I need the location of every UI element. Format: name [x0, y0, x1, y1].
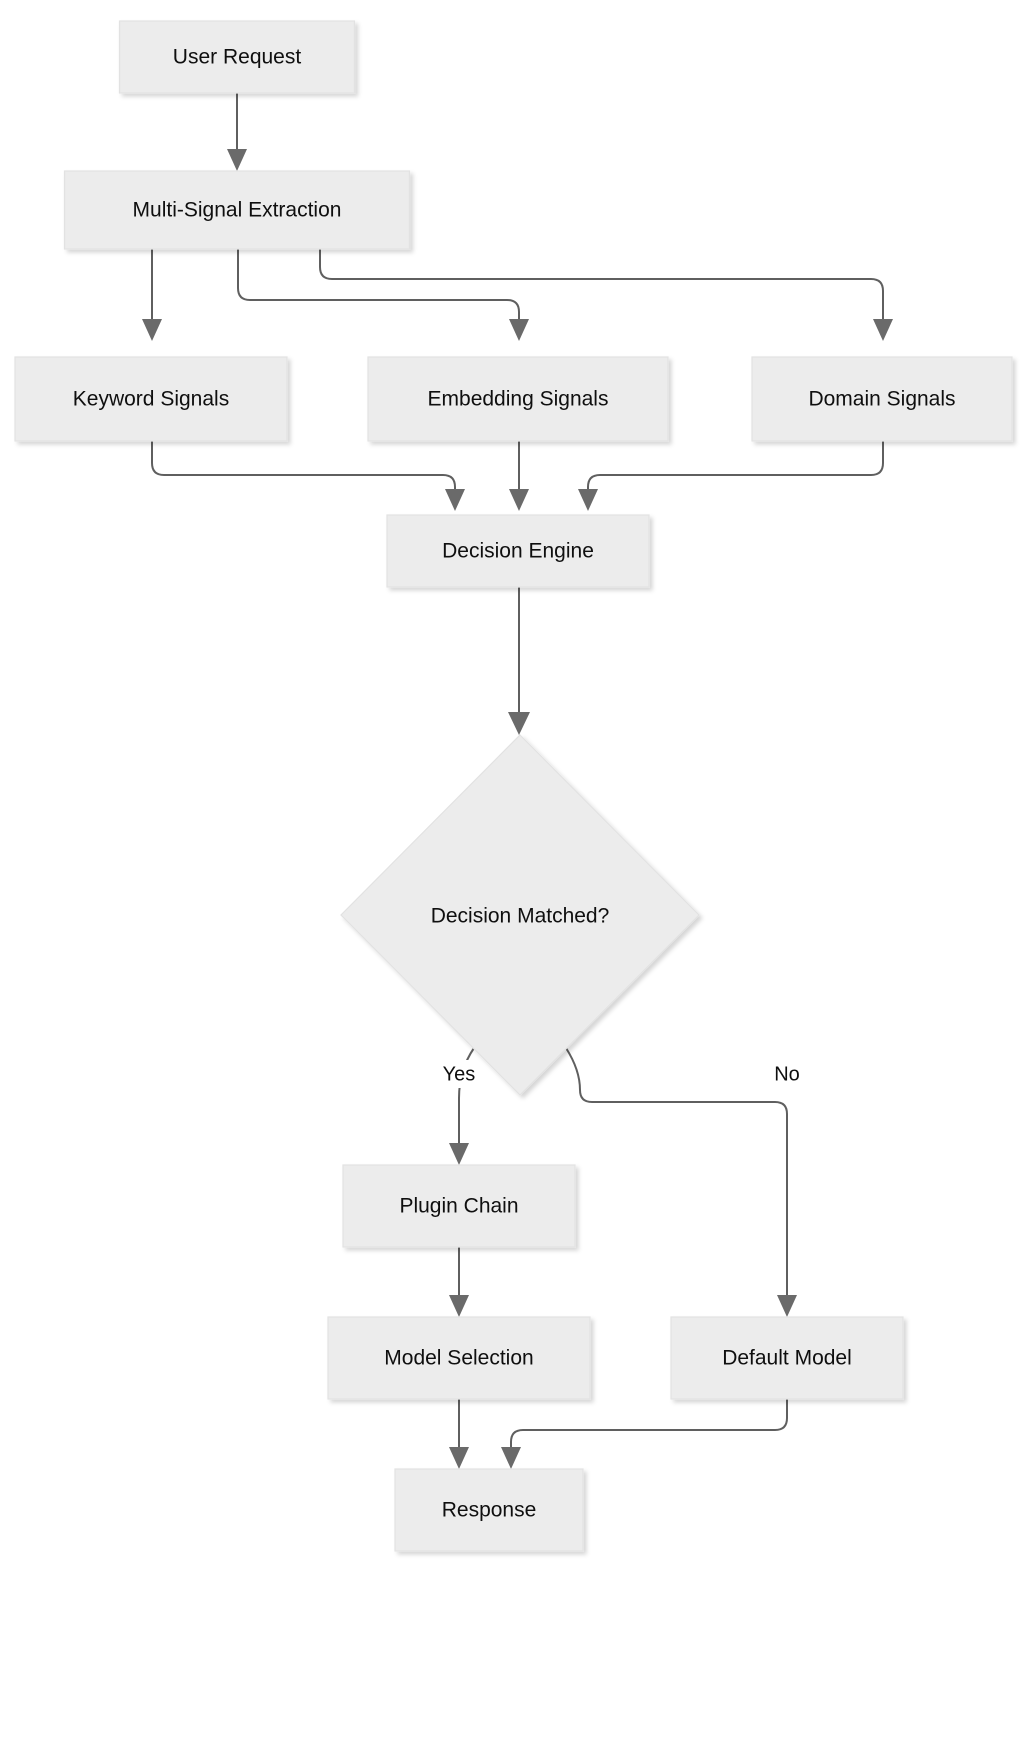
edge-keyword-signals-to-decision-engine	[151, 441, 465, 511]
edge-label-yes-text: Yes	[443, 1063, 476, 1085]
edge-label-no-text: No	[774, 1063, 800, 1085]
edge-multi-signal-extraction-to-keyword-signals	[142, 249, 162, 341]
edge-label-no: No	[765, 1060, 809, 1088]
node-keyword-signals-label: Keyword Signals	[73, 388, 229, 411]
edge-model-selection-to-response	[449, 1399, 469, 1469]
node-multi-signal-extraction-label: Multi-Signal Extraction	[133, 199, 342, 222]
edges-layer: Yes No	[142, 93, 893, 1469]
nodes-layer: User Request Multi-Signal Extraction Key…	[14, 20, 1013, 1552]
edge-domain-signals-to-decision-engine	[578, 441, 884, 511]
edge-decision-matched-to-default-model	[565, 1047, 797, 1317]
edge-embedding-signals-to-decision-engine	[509, 441, 529, 511]
edge-label-yes: Yes	[435, 1060, 483, 1088]
edge-plugin-chain-to-model-selection	[449, 1247, 469, 1317]
node-default-model-label: Default Model	[722, 1347, 852, 1370]
edge-multi-signal-extraction-to-domain-signals	[319, 249, 893, 341]
edge-default-model-to-response	[501, 1399, 788, 1469]
node-model-selection[interactable]: Model Selection	[327, 1316, 591, 1400]
node-user-request-label: User Request	[173, 46, 302, 69]
node-embedding-signals[interactable]: Embedding Signals	[367, 356, 669, 442]
node-plugin-chain-label: Plugin Chain	[399, 1195, 518, 1218]
node-user-request[interactable]: User Request	[118, 20, 356, 94]
edge-user-request-to-multi-signal-extraction	[227, 93, 247, 171]
node-multi-signal-extraction[interactable]: Multi-Signal Extraction	[63, 170, 411, 250]
node-decision-matched-label: Decision Matched?	[431, 905, 610, 928]
node-decision-matched[interactable]: Decision Matched?	[340, 734, 700, 1096]
node-response-label: Response	[442, 1499, 537, 1522]
node-plugin-chain[interactable]: Plugin Chain	[342, 1164, 576, 1248]
node-default-model[interactable]: Default Model	[670, 1316, 904, 1400]
node-decision-engine-label: Decision Engine	[442, 540, 594, 563]
node-decision-engine[interactable]: Decision Engine	[386, 514, 650, 588]
node-domain-signals[interactable]: Domain Signals	[751, 356, 1013, 442]
node-embedding-signals-label: Embedding Signals	[428, 388, 609, 411]
edge-multi-signal-extraction-to-embedding-signals	[237, 249, 529, 341]
node-response[interactable]: Response	[394, 1468, 584, 1552]
node-domain-signals-label: Domain Signals	[808, 388, 955, 411]
node-model-selection-label: Model Selection	[384, 1347, 533, 1370]
node-keyword-signals[interactable]: Keyword Signals	[14, 356, 288, 442]
edge-decision-engine-to-decision-matched	[508, 587, 530, 735]
